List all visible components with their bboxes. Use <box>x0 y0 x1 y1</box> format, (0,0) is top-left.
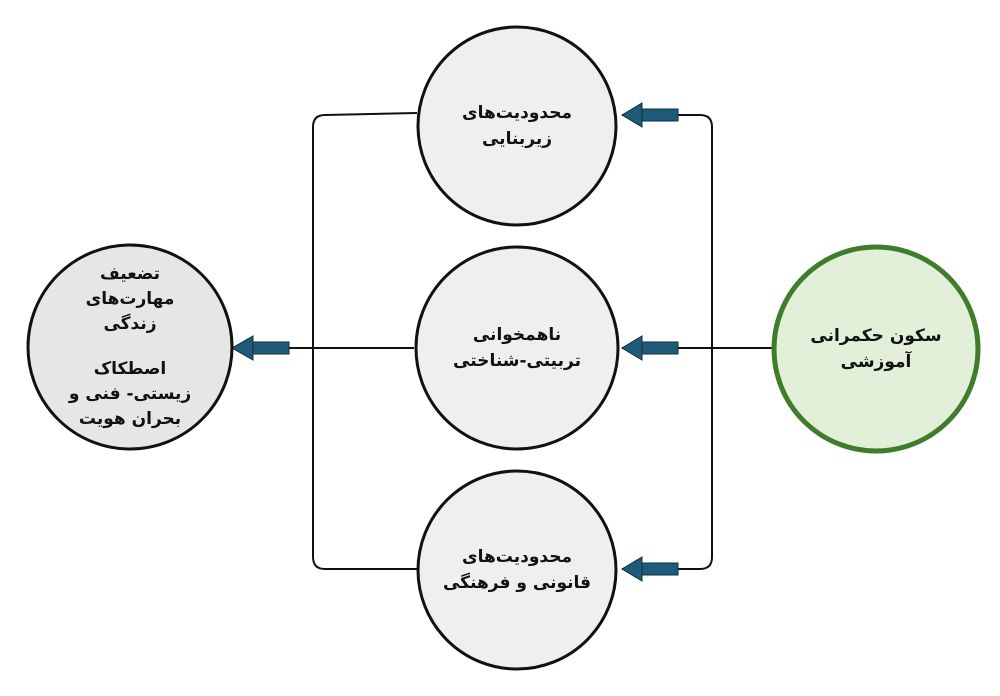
arrow-to-infrastructure <box>621 102 679 128</box>
arrow-to-cognitive <box>621 335 679 361</box>
node-outcome-label: تضعیف مهارت‌های زندگی اصطکاک زیستی- فنی … <box>45 252 215 442</box>
node-outcome-line-2: مهارت‌های <box>85 289 175 309</box>
node-cognitive <box>414 245 620 451</box>
arrow-to-outcome <box>230 335 290 361</box>
arrow-to-legal-cultural <box>621 556 679 582</box>
node-source <box>771 244 981 454</box>
node-outcome <box>26 243 234 451</box>
connector-left-bracket <box>312 112 418 570</box>
node-cognitive-line-2: تربیتی-شناختی <box>453 351 581 371</box>
node-cognitive-label: ناهمخوانی تربیتی-شناختی <box>427 318 607 378</box>
node-infrastructure <box>416 25 618 227</box>
node-infrastructure-label: محدودیت‌های زیربنایی <box>427 96 607 156</box>
node-outcome-line-4: اصطکاک <box>93 359 167 379</box>
node-cognitive-line-1: ناهمخوانی <box>472 325 562 345</box>
node-infrastructure-line-1: محدودیت‌های <box>461 103 573 123</box>
node-outcome-line-3: زندگی <box>103 314 157 334</box>
node-legal-cultural-line-2: قانونی و فرهنگی <box>442 573 592 593</box>
node-outcome-line-1: تضعیف <box>100 264 160 284</box>
node-source-label: سکون حکمرانی آموزشی <box>786 300 966 398</box>
node-legal-cultural-line-1: محدودیت‌های <box>461 547 573 567</box>
node-legal-cultural <box>416 469 618 671</box>
node-legal-cultural-label: محدودیت‌های قانونی و فرهنگی <box>427 540 607 600</box>
connector-right-bracket <box>622 114 713 570</box>
node-outcome-line-5: زیستی- فنی و <box>68 384 192 404</box>
node-outcome-line-6: بحران هویت <box>78 409 182 429</box>
node-source-line-1: سکون حکمرانی <box>810 326 942 346</box>
node-source-line-2: آموزشی <box>840 352 912 372</box>
node-infrastructure-line-2: زیربنایی <box>481 129 553 149</box>
